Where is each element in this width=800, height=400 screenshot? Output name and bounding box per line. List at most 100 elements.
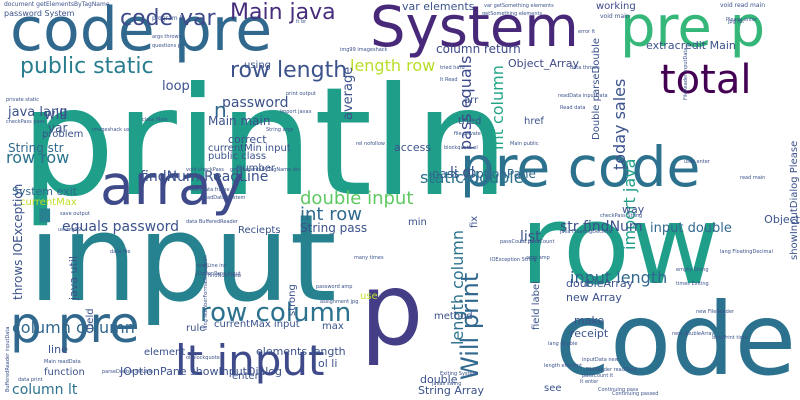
word-loop: loop [162, 79, 190, 94]
word-lt-br: lt br [296, 19, 307, 25]
word-lang-double: lang double [548, 341, 578, 347]
word-data-throws: data throws [570, 65, 600, 71]
word-correct: correct [228, 133, 267, 146]
word-see: see [544, 383, 562, 394]
word-var-elements: var elements [402, 0, 475, 13]
word-length-row: length row [350, 56, 436, 75]
word-column-return: column return [436, 42, 521, 56]
word-questions-p: questions p [152, 43, 181, 49]
word-showinputdialog-please: showInputDialog Please [789, 140, 800, 260]
word-continuing-pass: Continuing pass [598, 387, 639, 393]
word-column-column: column column [12, 318, 135, 337]
word-save-output: save output [60, 211, 90, 217]
word-double-parsedouble: Double parseDouble [591, 38, 602, 140]
word-length-element: length element [544, 363, 583, 369]
word-void-main: void main [600, 13, 630, 20]
word-column-lt: column lt [12, 382, 78, 398]
word-jpg-rel: jpg rel [728, 19, 744, 25]
word-double: double [420, 373, 458, 386]
word-ol-blockquote: ol blockquote [186, 355, 220, 361]
word-us-img99: us img99 [58, 227, 82, 233]
word-extracredit-main: extracredit Main [646, 39, 736, 52]
word-input-double: input double [650, 221, 732, 236]
word-row-row: row row [6, 148, 70, 167]
word-currentmin-input: currentMin input [208, 143, 291, 154]
word-many-times: many times [354, 255, 384, 261]
word-ol-li: ol li [318, 357, 338, 370]
word-inputdata-new: inputData new [582, 357, 619, 363]
word-main-java: Main java [230, 0, 336, 25]
word-array: array [100, 153, 245, 217]
word-continuing-passed: Continuing passed [612, 391, 659, 397]
word-public-class: public class [208, 151, 267, 162]
word-bufferedreader-inputdata: BufferedReader inputData [5, 326, 11, 392]
word-receipt: receipt [570, 327, 609, 340]
word-double-input: double input [300, 188, 414, 209]
word-dataprint-time: dataPrint time [712, 335, 748, 341]
word-static-double: static double [420, 168, 524, 187]
word-rule: rule [186, 323, 206, 334]
word-img99-imageshack: img99 imageshack [340, 47, 388, 53]
word-void-checkpass: void checkPass [186, 167, 224, 173]
word-joptionpane-showinputdialog: JOptionPane showInputDialog [120, 365, 283, 378]
word-java-lang: java lang [8, 105, 68, 120]
word-strong: strong [287, 284, 298, 316]
word-new-array: new Array [566, 291, 622, 304]
word-object-array: Object_Array [508, 57, 579, 70]
word-import-javax: import javax [280, 109, 312, 115]
word-n: n [214, 98, 227, 122]
word-filereader-inputdata: FileReader inputData [683, 47, 689, 100]
word-str-findnum: str findNum [560, 219, 643, 235]
word-var-getsomething-elements: var getSomething elements [484, 3, 554, 9]
word-read-main: read main [740, 175, 766, 181]
word-problem: problem [42, 129, 84, 140]
word-data-file: data file [110, 249, 131, 255]
word-function: function [44, 367, 85, 378]
word-string-pass: String pass [300, 221, 368, 235]
word-main-readdata: Main readData [44, 359, 81, 365]
word-password: password [222, 95, 289, 111]
word-ioexception-string: IOException String [490, 257, 537, 263]
word-exiting-system: Exiting System [440, 371, 478, 377]
word-doublearray: doubleArray [566, 277, 634, 290]
word-lt-input: lt input [175, 336, 325, 385]
word-amp-amp: amp amp [526, 255, 550, 261]
word-li-ol: li ol [450, 165, 475, 181]
word-code-pre: code pre [10, 0, 273, 65]
word-int-passcount: int passCount [520, 239, 555, 245]
word-elements-length: elements length [256, 345, 346, 358]
word-print-output: print output [286, 91, 316, 97]
word-tried: tried [458, 116, 482, 127]
word-getsomething-elements: getSomething elements [482, 11, 543, 17]
word-way: way [622, 203, 645, 216]
word-readline-int: readLine int [196, 263, 226, 269]
word-average: average [341, 66, 356, 120]
word-user-enter: user enter [684, 159, 710, 165]
word-length-column: length column [448, 230, 467, 345]
word-void-read-main: void read main [720, 2, 766, 9]
word-new-filereader: new FileReader [696, 309, 734, 315]
word-public-static: public static [20, 54, 154, 79]
word-findnum-readline: findNum ReadLine [140, 169, 269, 185]
word-main-public: Main public [510, 141, 539, 147]
word-code-var: code var [120, 6, 216, 31]
word-pre-p: pre p [620, 0, 766, 60]
word-class-main: class Main [142, 117, 168, 123]
word-tried-hard: tried hard [440, 65, 465, 71]
word-checkpass-pass: checkPass pass [6, 119, 45, 125]
word-java-util: java util [67, 256, 80, 300]
word-readdata-system: readData System [202, 195, 246, 201]
word-using: using [244, 60, 272, 71]
word-object: Object [764, 213, 800, 226]
word-int-row: int row [300, 204, 362, 225]
word-href: href [524, 116, 544, 127]
word-password-amp: password amp [316, 284, 353, 290]
word-input-length: input length [570, 268, 668, 287]
word-p-pre: p pre [10, 296, 140, 354]
word-equals-password: equals password [62, 219, 180, 235]
word-please-enter: Please enter [726, 17, 758, 23]
word-currentmax: currentMax [20, 197, 77, 208]
word-pass-joptionpane: pass JOptionPane [432, 167, 536, 181]
word-min: min [408, 217, 427, 228]
